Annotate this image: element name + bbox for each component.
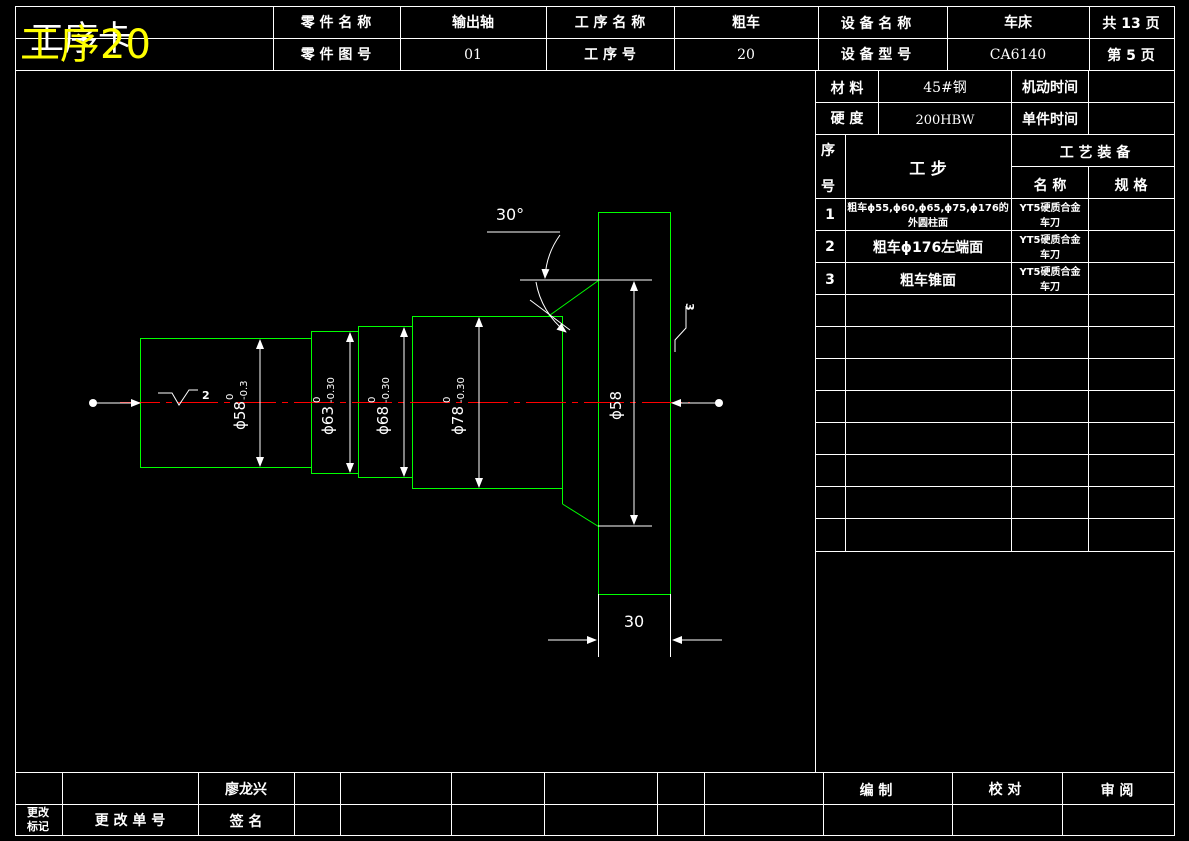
- title-white-text: 工序卡: [30, 19, 132, 59]
- dim-68-tol-upper: 0: [367, 397, 378, 403]
- part-name-label: 零 件 名 称: [300, 14, 372, 31]
- part-drawing-value: 01: [464, 47, 482, 63]
- step-3-tool-line2: 车刀: [1040, 280, 1060, 293]
- change-mark-line2: 标记: [26, 819, 49, 833]
- dim-30-text: 30: [624, 612, 644, 631]
- process-name-value: 粗车: [732, 14, 760, 31]
- step-3-text-line1: 粗车锥面: [900, 272, 956, 289]
- spec-label: 规 格: [1115, 177, 1149, 194]
- step-2-no: 2: [825, 239, 835, 255]
- author-name: 廖龙兴: [225, 781, 267, 798]
- equipment-name-label: 设 备 名 称: [841, 15, 912, 32]
- page-no: 第 5 页: [1107, 47, 1155, 64]
- part-name-value: 输出轴: [452, 14, 494, 31]
- roughness-left-value: 2: [202, 389, 210, 402]
- step-2-tool-line1: YT5硬质合金: [1018, 233, 1081, 246]
- change-mark-line1: 更改: [27, 805, 50, 819]
- step-label: 工 步: [909, 159, 947, 178]
- dim-78-tol-upper: 0: [442, 397, 453, 403]
- table-grid: [15, 6, 1175, 836]
- unit-time-label: 单件时间: [1022, 111, 1078, 128]
- seq-label-top: 序: [821, 142, 835, 159]
- right-center-dot: [715, 399, 723, 407]
- review-label: 审 阅: [1101, 782, 1134, 799]
- process-no-label: 工 序 号: [584, 46, 636, 63]
- equipment-model-label: 设 备 型 号: [841, 46, 912, 63]
- hardness-label: 硬 度: [831, 110, 865, 127]
- roughness-right-value: 3: [683, 303, 696, 311]
- angle-dimension: [487, 231, 598, 333]
- dim-68-text: ϕ68: [374, 406, 392, 435]
- process-name-label: 工 序 名 称: [575, 14, 646, 31]
- center-supports: [89, 399, 723, 407]
- step-2-text-line1: 粗车ϕ176左端面: [873, 239, 983, 256]
- roughness-right-icon: [674, 306, 687, 352]
- dim-78-tol-lower: -0.30: [456, 377, 467, 403]
- seq-label-bottom: 号: [821, 179, 835, 195]
- step-1-tool-line2: 车刀: [1040, 216, 1060, 229]
- process-no-value: 20: [737, 47, 755, 63]
- machine-time-label: 机动时间: [1022, 79, 1078, 96]
- step-1-no: 1: [825, 207, 835, 223]
- step-3-tool-line1: YT5硬质合金: [1018, 265, 1081, 278]
- angle-30-text: 30°: [496, 205, 524, 224]
- material-label: 材 料: [831, 80, 864, 97]
- dim-58-tol-lower: -0.3: [239, 380, 250, 400]
- diameter-dimensions: [256, 279, 652, 527]
- compile-label: 编 制: [860, 782, 893, 799]
- roughness-symbols: [158, 306, 687, 406]
- part-drawing-label: 零 件 图 号: [300, 46, 372, 63]
- name-label: 名 称: [1034, 177, 1067, 194]
- total-pages: 共 13 页: [1102, 15, 1159, 32]
- dim-58-tol-text: ϕ58: [231, 401, 249, 430]
- hardness-value: 200HBW: [915, 113, 975, 128]
- step-1-text-line2: 外圆柱面: [907, 216, 948, 229]
- equipment-name-value: 车床: [1004, 14, 1033, 31]
- change-no-label: 更 改 单 号: [95, 812, 166, 829]
- check-label: 校 对: [989, 781, 1022, 798]
- dim-63-tol-lower: -0.30: [326, 377, 337, 403]
- shaft-outline: [140, 212, 671, 595]
- step-2-tool-line2: 车刀: [1040, 248, 1060, 261]
- material-value: 45#钢: [923, 80, 967, 96]
- width-dimension: [548, 594, 722, 657]
- equipment-label: 工 艺 装 备: [1060, 144, 1132, 161]
- dim-58-tol-upper: 0: [225, 394, 236, 400]
- dim-68-tol-lower: -0.30: [381, 377, 392, 403]
- dim-78-text: ϕ78: [449, 406, 467, 435]
- equipment-model-value: CA6140: [990, 47, 1046, 63]
- roughness-left-icon: [158, 389, 198, 406]
- step-3-no: 3: [825, 272, 835, 288]
- step-1-tool-line1: YT5硬质合金: [1018, 201, 1081, 214]
- sign-label: 签 名: [229, 813, 263, 830]
- dim-63-tol-upper: 0: [312, 397, 323, 403]
- step-1-text-line1: 粗车ϕ55,ϕ60,ϕ65,ϕ75,ϕ176的: [847, 201, 1009, 214]
- dim-63-text: ϕ63: [319, 406, 337, 435]
- title-yellow-text: 工序20: [20, 22, 151, 68]
- dim-58-text: ϕ58: [607, 391, 625, 420]
- left-center-dot: [89, 399, 97, 407]
